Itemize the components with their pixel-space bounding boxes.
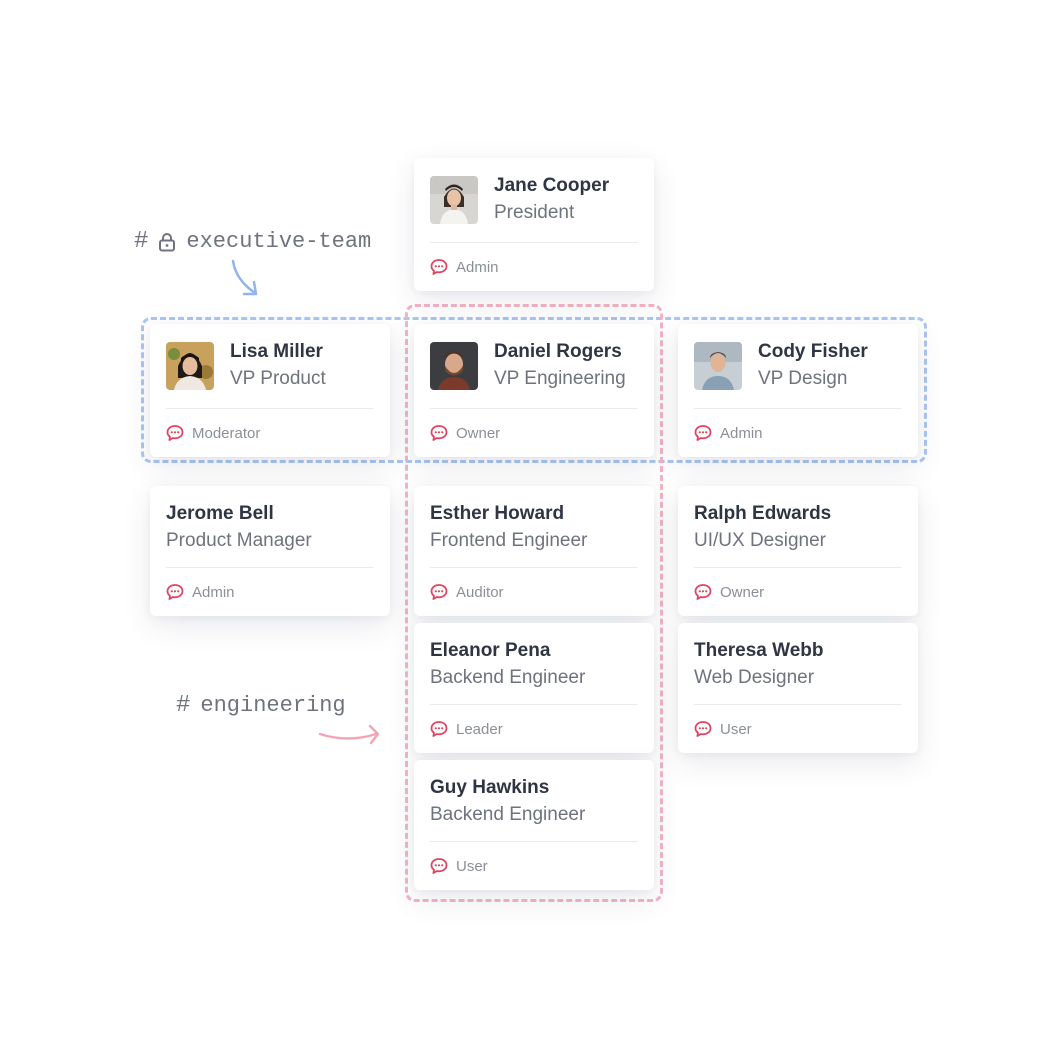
role-label: Moderator — [192, 424, 261, 442]
executive-team-group-box — [141, 317, 927, 463]
role-label: Admin — [720, 424, 763, 442]
member-name: Theresa Webb — [694, 639, 824, 661]
role-label: Admin — [456, 258, 499, 276]
role-label: User — [720, 720, 752, 738]
member-role: User — [430, 842, 638, 890]
member-title: Frontend Engineer — [430, 529, 588, 551]
lock-icon — [159, 232, 176, 251]
chat-bubble-icon — [430, 259, 448, 275]
engineering-channel-label[interactable]: # engineering — [176, 692, 346, 719]
member-role: Admin — [694, 409, 902, 457]
divider — [694, 567, 902, 568]
divider — [694, 408, 902, 409]
member-name: Cody Fisher — [758, 341, 868, 362]
card-header: Lisa Miller VP Product — [166, 324, 374, 408]
chat-bubble-icon — [694, 721, 712, 737]
engineering-arrow-icon — [318, 724, 380, 745]
avatar — [430, 342, 478, 390]
member-title: VP Engineering — [494, 368, 626, 389]
avatar — [430, 176, 478, 224]
hash-symbol: # — [134, 228, 149, 255]
avatar — [694, 342, 742, 390]
member-name: Jerome Bell — [166, 502, 274, 524]
member-name: Eleanor Pena — [430, 639, 551, 661]
chat-bubble-icon — [430, 425, 448, 441]
channel-name: engineering — [200, 693, 346, 718]
member-card-jerome-bell[interactable]: Jerome Bell Product Manager Admin — [150, 486, 390, 616]
divider — [430, 704, 638, 705]
member-role: User — [694, 705, 902, 753]
member-role: Auditor — [430, 568, 638, 616]
chat-bubble-icon — [430, 584, 448, 600]
card-header: Eleanor Pena Backend Engineer — [430, 623, 638, 704]
member-card-cody-fisher[interactable]: Cody Fisher VP Design Admin — [678, 324, 918, 457]
avatar — [166, 342, 214, 390]
member-name: Daniel Rogers — [494, 341, 622, 362]
member-name: Esther Howard — [430, 502, 565, 524]
hash-symbol: # — [176, 692, 191, 719]
member-card-theresa-webb[interactable]: Theresa Webb Web Designer User — [678, 623, 918, 753]
member-role: Admin — [166, 568, 374, 616]
role-label: Owner — [456, 424, 501, 442]
executive-team-channel-label[interactable]: # executive-team — [134, 228, 371, 255]
role-label: Auditor — [456, 583, 504, 601]
divider — [430, 567, 638, 568]
chat-bubble-icon — [166, 584, 184, 600]
engineering-group-box — [405, 304, 663, 902]
member-role: Moderator — [166, 409, 374, 457]
chat-bubble-icon — [694, 584, 712, 600]
member-name: Ralph Edwards — [694, 502, 832, 524]
member-role: Admin — [430, 243, 638, 291]
member-title: VP Product — [230, 368, 326, 389]
divider — [430, 242, 638, 243]
member-role: Leader — [430, 705, 638, 753]
member-title: Backend Engineer — [430, 803, 586, 825]
card-header: Guy Hawkins Backend Engineer — [430, 760, 638, 841]
member-title: President — [494, 202, 575, 223]
member-card-lisa-miller[interactable]: Lisa Miller VP Product Moderator — [150, 324, 390, 457]
role-label: Owner — [720, 583, 765, 601]
member-title: Backend Engineer — [430, 666, 586, 688]
member-name: Lisa Miller — [230, 341, 323, 362]
member-card-guy-hawkins[interactable]: Guy Hawkins Backend Engineer User — [414, 760, 654, 890]
role-label: User — [456, 857, 488, 875]
role-label: Leader — [456, 720, 503, 738]
role-label: Admin — [192, 583, 235, 601]
member-role: Owner — [694, 568, 902, 616]
chat-bubble-icon — [694, 425, 712, 441]
member-role: Owner — [430, 409, 638, 457]
member-name: Jane Cooper — [494, 175, 610, 196]
card-header: Jane Cooper President — [430, 158, 638, 242]
card-header: Ralph Edwards UI/UX Designer — [694, 486, 902, 567]
channel-name: executive-team — [186, 229, 372, 254]
chat-bubble-icon — [166, 425, 184, 441]
member-name: Guy Hawkins — [430, 776, 550, 798]
member-card-ralph-edwards[interactable]: Ralph Edwards UI/UX Designer Owner — [678, 486, 918, 616]
card-header: Daniel Rogers VP Engineering — [430, 324, 638, 408]
chat-bubble-icon — [430, 721, 448, 737]
member-card-jane-cooper[interactable]: Jane Cooper President Admin — [414, 158, 654, 291]
divider — [694, 704, 902, 705]
divider — [166, 408, 374, 409]
divider — [430, 841, 638, 842]
divider — [166, 567, 374, 568]
executive-arrow-icon — [231, 259, 258, 296]
card-header: Jerome Bell Product Manager — [166, 486, 374, 567]
divider — [430, 408, 638, 409]
card-header: Cody Fisher VP Design — [694, 324, 902, 408]
card-header: Theresa Webb Web Designer — [694, 623, 902, 704]
member-card-esther-howard[interactable]: Esther Howard Frontend Engineer Auditor — [414, 486, 654, 616]
chat-bubble-icon — [430, 858, 448, 874]
member-title: UI/UX Designer — [694, 529, 826, 551]
card-header: Esther Howard Frontend Engineer — [430, 486, 638, 567]
member-card-daniel-rogers[interactable]: Daniel Rogers VP Engineering Owner — [414, 324, 654, 457]
member-title: VP Design — [758, 368, 848, 389]
member-title: Product Manager — [166, 529, 312, 551]
member-title: Web Designer — [694, 666, 815, 688]
member-card-eleanor-pena[interactable]: Eleanor Pena Backend Engineer Leader — [414, 623, 654, 753]
